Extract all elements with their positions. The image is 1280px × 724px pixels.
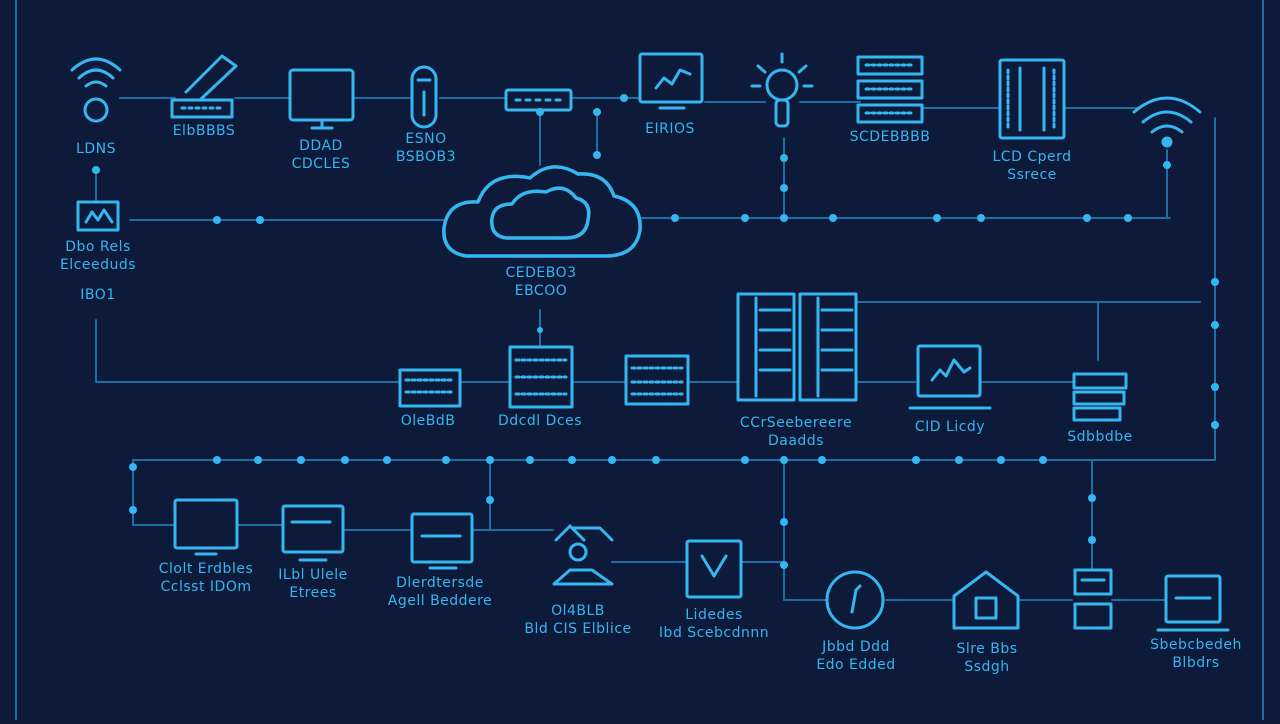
- switch-icon: [398, 368, 462, 408]
- wifi-icon: [1132, 96, 1202, 148]
- node-label: Ddcdl Dces: [498, 413, 582, 429]
- laptop-chart-icon: [908, 344, 992, 410]
- gauge-icon: [825, 570, 885, 630]
- server-cabinet-icon: [998, 58, 1066, 140]
- monitor-icon: [173, 498, 239, 556]
- storage-stack-icon: [1072, 372, 1128, 422]
- connection-dots: [92, 94, 1219, 569]
- cloud-icon: [442, 165, 642, 258]
- router-icon: [170, 54, 238, 119]
- node-label: Sdbbdbe: [1067, 429, 1133, 445]
- node-label: LDNS: [76, 141, 116, 157]
- laptop-icon: [1156, 574, 1230, 632]
- switch-icon: [508, 345, 574, 409]
- switch-icon: [504, 88, 573, 112]
- sensor-icon: [410, 65, 438, 129]
- connections: [95, 97, 1216, 601]
- wifi-icon: [70, 57, 122, 123]
- camera-icon: [76, 200, 120, 232]
- server-rack-icon: [856, 55, 924, 124]
- home-icon: [952, 570, 1020, 630]
- server-rack-icon: [736, 292, 858, 402]
- monitor-chart-icon: [638, 52, 704, 110]
- tablet-icon: [685, 539, 743, 599]
- monitor-icon: [288, 68, 355, 130]
- node-label: ElbBBBS: [172, 123, 236, 139]
- switch-icon: [624, 354, 690, 406]
- node-label: CID Licdy: [914, 419, 986, 435]
- network-hub-icon: [552, 524, 614, 586]
- node-label: OleBdB: [400, 413, 456, 429]
- monitor-icon: [281, 504, 345, 562]
- node-label: SCDEBBBB: [849, 129, 931, 145]
- storage-box-icon: [1073, 568, 1113, 630]
- monitor-icon: [410, 512, 474, 570]
- lightbulb-icon: [750, 52, 814, 128]
- node-label: EIRIOS: [645, 121, 695, 137]
